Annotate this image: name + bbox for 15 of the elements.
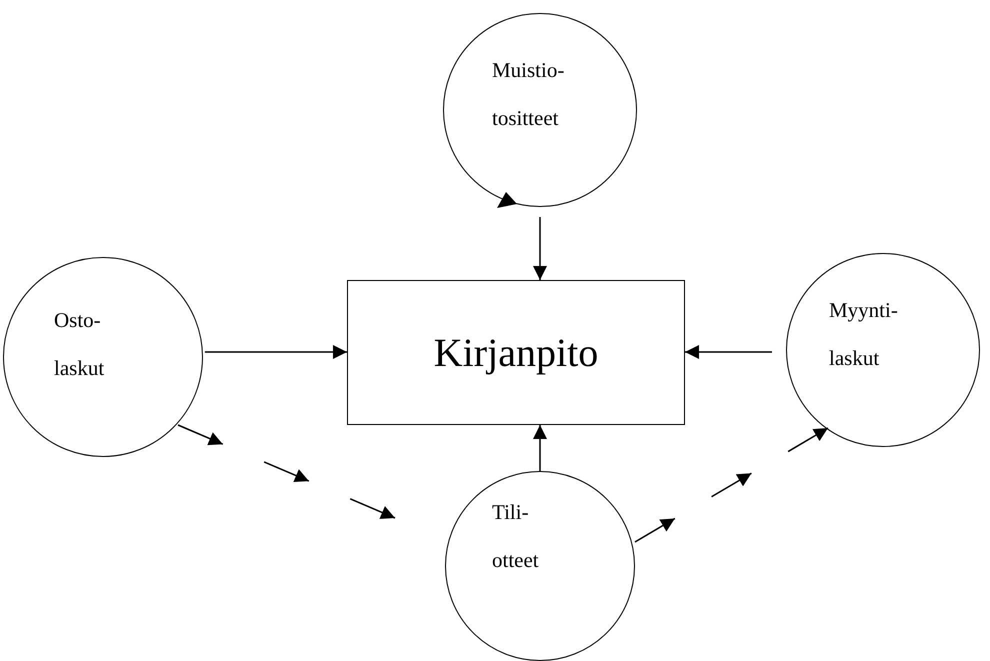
dashed-arrow xyxy=(178,424,396,519)
arrow xyxy=(204,345,347,359)
node-label: Myynti- laskut xyxy=(829,298,898,370)
circle-node xyxy=(3,257,203,457)
circle-node xyxy=(786,253,980,447)
circle-node xyxy=(445,471,635,661)
arrow xyxy=(533,217,547,280)
dashed-arrow xyxy=(634,427,828,543)
arrow xyxy=(533,425,547,471)
node-label: Tili- otteet xyxy=(492,500,539,572)
node-label: Osto- laskut xyxy=(54,308,104,380)
node-label: Muistio- tositteet xyxy=(492,58,564,130)
arrow xyxy=(685,345,772,359)
node-label: Kirjanpito xyxy=(434,329,598,376)
process-box xyxy=(347,280,685,425)
